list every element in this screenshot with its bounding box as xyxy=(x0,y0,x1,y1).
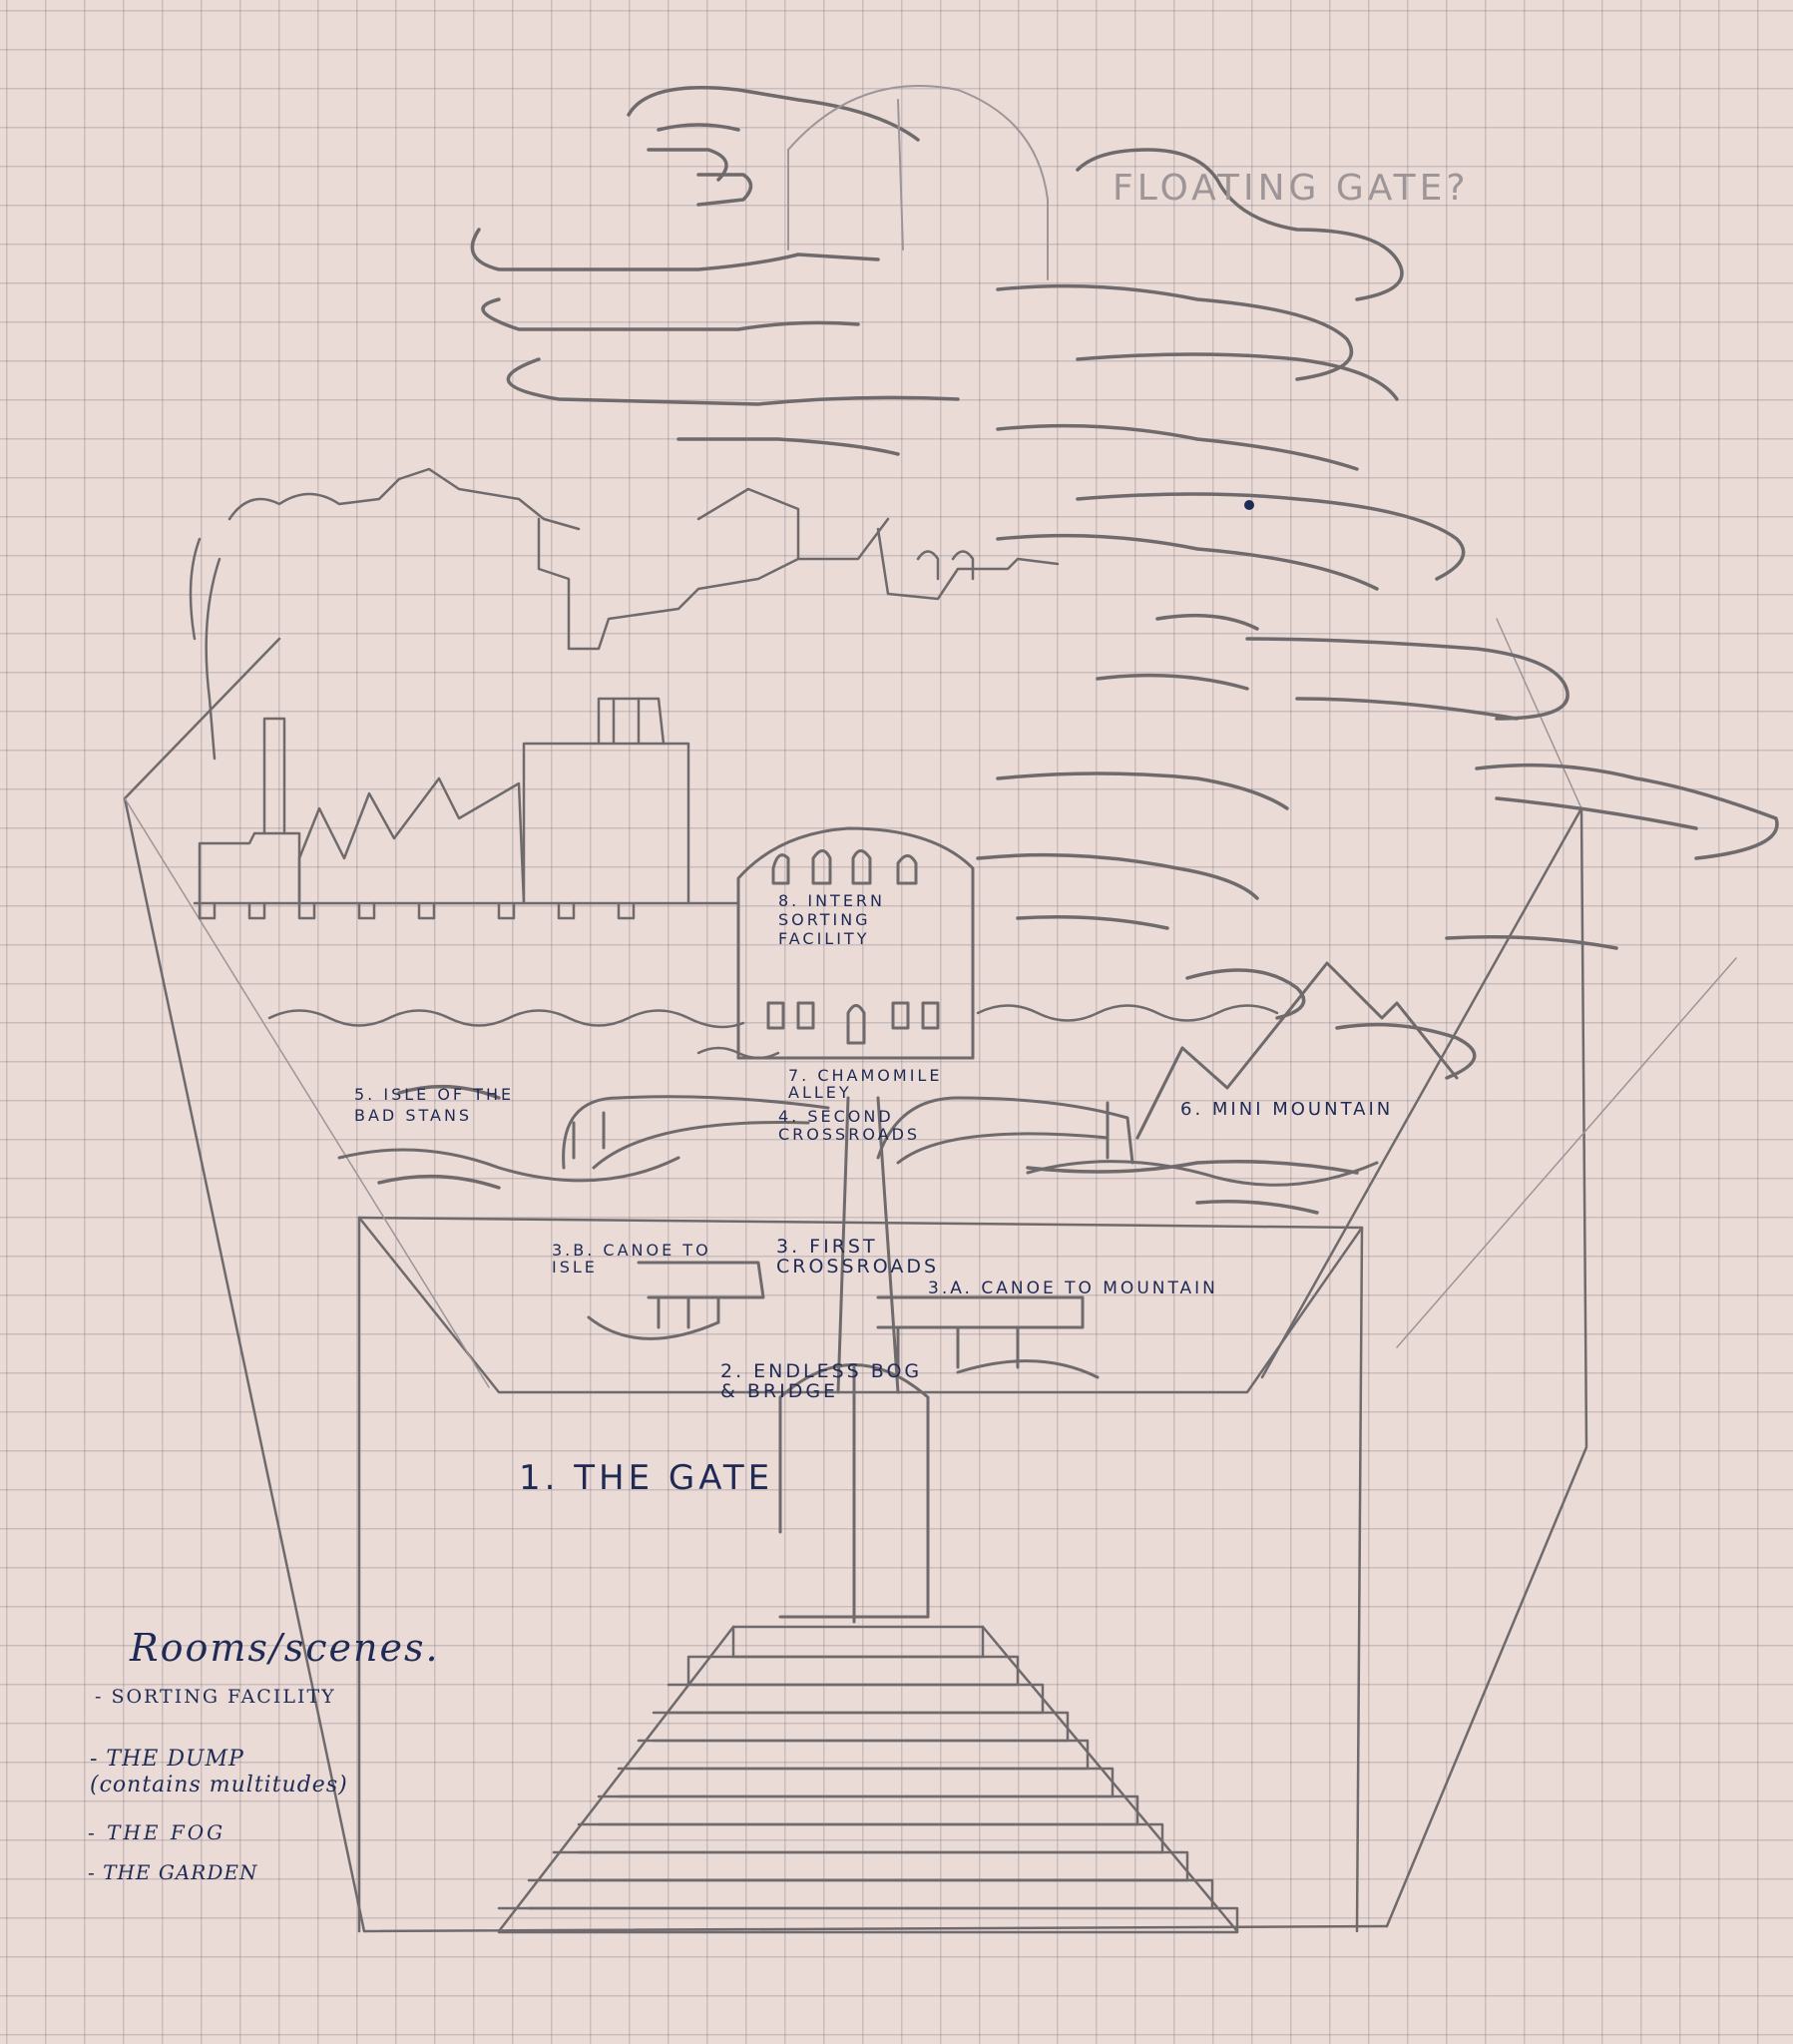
box-frame xyxy=(123,618,1737,1933)
label-isle-of-the-bad-stans: 5. ISLE OF THE BAD STANS xyxy=(354,1085,515,1125)
floating-gate-drawing xyxy=(787,85,1049,280)
rooms-item-the-garden: - THE GARDEN xyxy=(88,1860,258,1884)
rooms-item-sorting-facility: - SORTING FACILITY xyxy=(95,1686,336,1708)
rooms-item-the-fog: - THE FOG xyxy=(88,1820,226,1844)
label-chamomile-alley: 7. CHAMOMILE ALLEY xyxy=(788,1066,943,1102)
clouds-drawing xyxy=(377,86,1779,1215)
mountain-drawing xyxy=(1135,961,1459,1140)
water-drawing xyxy=(267,1004,1279,1060)
label-canoe-to-mountain: 3.A. CANOE TO MOUNTAIN xyxy=(928,1278,1218,1298)
hill-town-drawing xyxy=(189,467,1060,761)
bog-bridge-drawing xyxy=(337,1096,1379,1394)
gate-drawing xyxy=(778,1363,930,1624)
label-the-gate: 1. THE GATE xyxy=(519,1458,774,1498)
floating-gate-note: FLOATING GATE? xyxy=(1113,168,1469,209)
facility-drawing xyxy=(736,826,975,1060)
factory-drawing xyxy=(193,697,740,920)
arched-bridges-drawing xyxy=(562,1095,1134,1170)
label-mini-mountain: 6. MINI MOUNTAIN xyxy=(1180,1099,1394,1120)
label-intern-sorting-facility: 8. INTERN SORTING FACILITY xyxy=(778,891,886,949)
rooms-item-the-dump: - THE DUMP (contains multitudes) xyxy=(90,1747,348,1798)
rooms-title: Rooms/scenes. xyxy=(130,1626,440,1670)
label-endless-bog: 2. ENDLESS BOG & BRIDGE xyxy=(720,1360,923,1402)
label-second-crossroads: 4. SECOND CROSSROADS xyxy=(778,1107,921,1144)
label-first-crossroads: 3. FIRST CROSSROADS xyxy=(776,1236,940,1278)
ink-dot xyxy=(1244,500,1254,510)
stairs-drawing xyxy=(497,1625,1239,1934)
label-canoe-to-isle: 3.B. CANOE TO ISLE xyxy=(552,1241,711,1277)
